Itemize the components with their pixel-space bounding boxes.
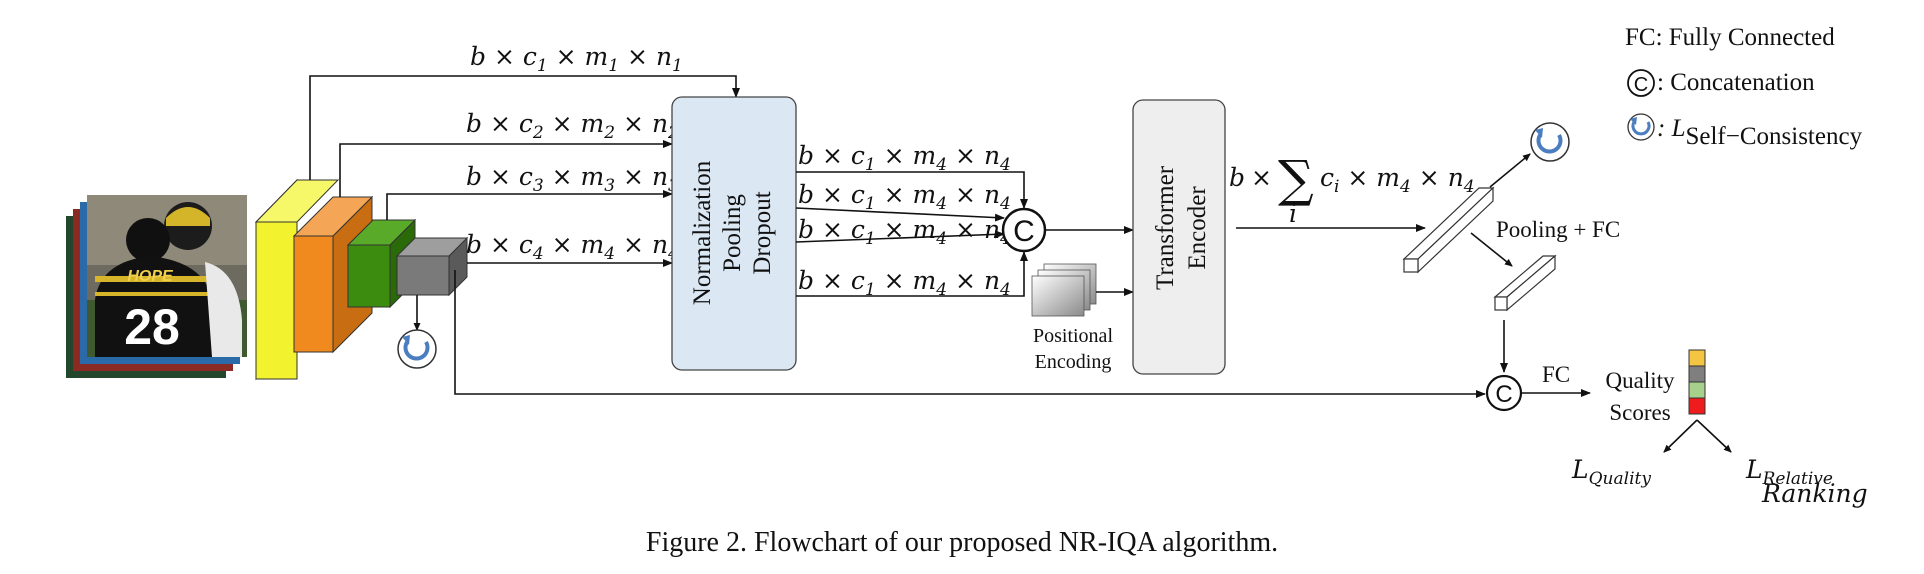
legend-fc: FC: Fully Connected bbox=[1625, 24, 1835, 51]
token-bar bbox=[1402, 186, 1495, 274]
concat-symbol-2: C bbox=[1495, 381, 1512, 408]
dropout-label: Dropout bbox=[749, 191, 776, 274]
svg-text:i: i bbox=[1289, 199, 1297, 228]
pooled-connectors bbox=[795, 171, 1028, 297]
branch-connectors bbox=[309, 75, 740, 267]
jersey-number: 28 bbox=[124, 299, 180, 355]
loss-arrow-quality bbox=[1663, 419, 1698, 453]
norm-label: Normalization bbox=[689, 160, 716, 305]
svg-text:b × c1 × m1 × n1: b × c1 × m1 × n1 bbox=[470, 42, 683, 76]
branch-label-1: b × c1 × m1 × n1 bbox=[470, 42, 683, 76]
sum-expression: b × ∑ i ci × m4 × n4 bbox=[1229, 150, 1475, 228]
legend-concat: C : Concatenation bbox=[1627, 69, 1815, 97]
svg-text:LRelative: LRelative bbox=[1745, 455, 1833, 489]
encoding-label: Encoding bbox=[1035, 351, 1112, 373]
backbone-blocks bbox=[254, 178, 469, 381]
svg-text:Ranking: Ranking bbox=[1761, 479, 1868, 508]
jersey-name: HOPE bbox=[127, 268, 174, 285]
figure-caption: Figure 2. Flowchart of our proposed NR-I… bbox=[646, 527, 1278, 558]
loss-quality: LQuality bbox=[1571, 455, 1651, 489]
branch-label-2: b × c2 × m2 × n2 bbox=[466, 109, 679, 143]
input-image-stack: HOPE 28 bbox=[66, 195, 247, 378]
encoder-label: Encoder bbox=[1184, 186, 1211, 270]
transformer-label: Transformer bbox=[1152, 165, 1179, 290]
feature-block-1 bbox=[254, 178, 340, 381]
pooling-label: Pooling bbox=[719, 194, 746, 272]
transformer-encoder-block: Transformer Encoder bbox=[1132, 99, 1226, 375]
svg-text:b × c1 × m4 × n4: b × c1 × m4 × n4 bbox=[798, 180, 1011, 214]
svg-text:b × c1 × m4 × n4: b × c1 × m4 × n4 bbox=[798, 215, 1011, 249]
legend: FC: Fully Connected C : Concatenation : … bbox=[1625, 24, 1863, 150]
pooled-label-2: b × c1 × m4 × n4 bbox=[798, 180, 1011, 214]
loss-ranking: LRelative Ranking bbox=[1745, 455, 1868, 508]
self-consistency-icon-upper bbox=[1530, 122, 1570, 162]
normalization-pooling-dropout-block: Normalization Pooling Dropout bbox=[671, 96, 797, 371]
svg-text:: LSelf−Consistency: : LSelf−Consistency bbox=[1657, 115, 1863, 150]
svg-text:LQuality: LQuality bbox=[1571, 455, 1651, 489]
legend-self-consistency: : LSelf−Consistency bbox=[1627, 113, 1863, 150]
fc-label: FC bbox=[1542, 362, 1570, 387]
svg-text:∑: ∑ bbox=[1278, 150, 1314, 208]
pooling-fc-label: Pooling + FC bbox=[1496, 217, 1620, 242]
svg-text:ci × m4 × n4: ci × m4 × n4 bbox=[1320, 163, 1475, 197]
svg-text:b: b bbox=[1229, 163, 1245, 192]
positional-label: Positional bbox=[1033, 325, 1113, 347]
branch-label-4: b × c4 × m4 × n4 bbox=[466, 230, 679, 264]
pooled-label-3: b × c1 × m4 × n4 bbox=[798, 215, 1011, 249]
svg-text:C: C bbox=[1634, 74, 1648, 96]
skip-connection bbox=[454, 270, 1486, 398]
concat-node-2: C bbox=[1485, 374, 1523, 412]
token-to-pooled-arrow bbox=[1470, 232, 1513, 267]
pooled-label-1: b × c1 × m4 × n4 bbox=[798, 141, 1011, 175]
svg-text:b × c1 × m4 × n4: b × c1 × m4 × n4 bbox=[798, 266, 1011, 300]
positional-encoding: Positional Encoding bbox=[1031, 263, 1113, 373]
svg-text:b × c1 × m4 × n4: b × c1 × m4 × n4 bbox=[798, 141, 1011, 175]
branch-label-3: b × c3 × m3 × n3 bbox=[466, 162, 679, 196]
sc-arrow-upper bbox=[1489, 153, 1531, 188]
svg-text:b × c4 × m4 × n4: b × c4 × m4 × n4 bbox=[466, 230, 679, 264]
pooled-bar bbox=[1493, 254, 1557, 312]
self-consistency-icon-lower bbox=[397, 329, 437, 369]
concat-node-1: C bbox=[1001, 207, 1047, 253]
feature-block-4 bbox=[395, 236, 469, 297]
svg-text:b × c2 × m2 × n2: b × c2 × m2 × n2 bbox=[466, 109, 679, 143]
concat-symbol-1: C bbox=[1013, 215, 1035, 248]
svg-text:b × c3 × m3 × n3: b × c3 × m3 × n3 bbox=[466, 162, 679, 196]
quality-label: Quality bbox=[1606, 368, 1675, 393]
svg-text:: Concatenation: : Concatenation bbox=[1657, 69, 1815, 96]
score-stack bbox=[1688, 349, 1706, 415]
pooled-label-4: b × c1 × m4 × n4 bbox=[798, 266, 1011, 300]
svg-text:×: × bbox=[1251, 163, 1272, 192]
input-photo: HOPE 28 bbox=[87, 195, 247, 357]
loss-arrow-ranking bbox=[1696, 419, 1732, 453]
scores-label: Scores bbox=[1609, 400, 1670, 425]
